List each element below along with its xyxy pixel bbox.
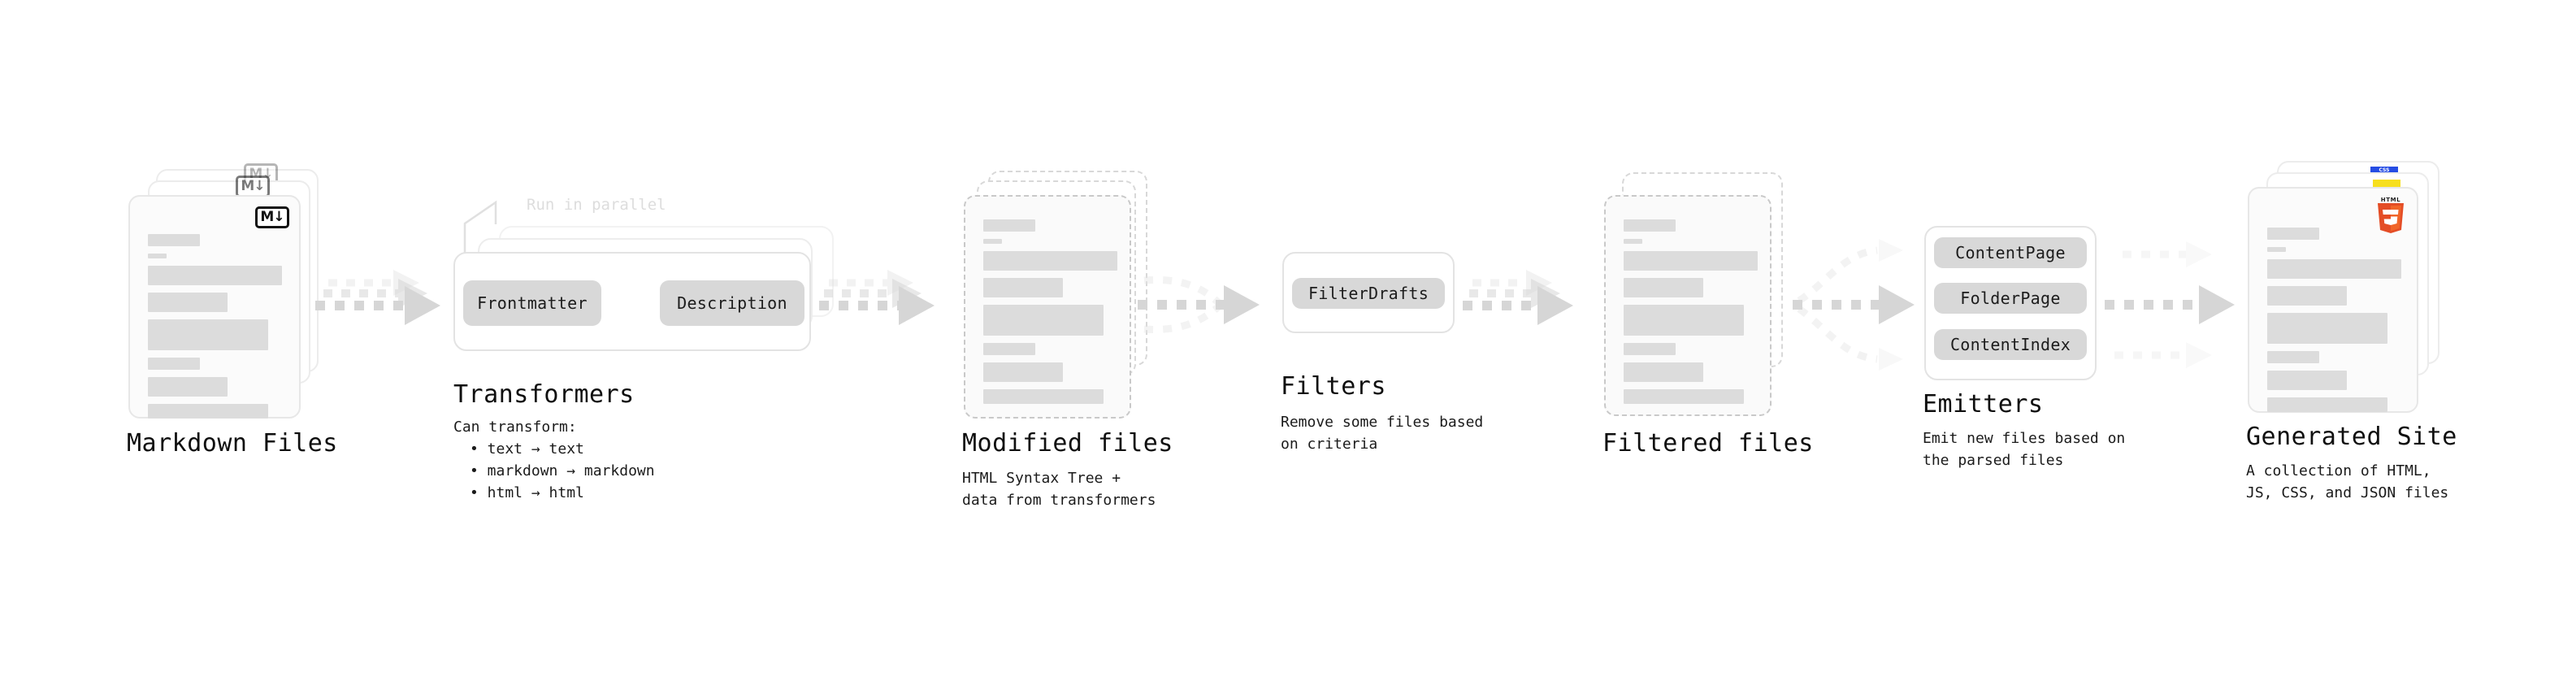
content-bar	[983, 278, 1063, 297]
content-bar	[148, 254, 167, 258]
stage-title-generated-site: Generated Site	[2246, 423, 2457, 451]
content-bar	[2267, 247, 2286, 252]
content-bar	[1624, 305, 1744, 336]
transformers-list-item-2: • html → html	[470, 484, 584, 501]
modified-card-front	[964, 195, 1131, 419]
content-bar	[148, 266, 282, 285]
transformers-list-item-1: • markdown → markdown	[470, 462, 655, 479]
content-bar	[1624, 278, 1703, 297]
content-bar	[148, 377, 228, 397]
run-in-parallel-label: Run in parallel	[527, 196, 666, 214]
stage-title-modified-files: Modified files	[962, 429, 1173, 458]
content-bar	[1624, 251, 1758, 271]
content-bar	[148, 234, 200, 246]
content-bar	[1624, 239, 1642, 244]
content-bar	[1624, 219, 1676, 232]
stage-title-markdown-files: Markdown Files	[127, 429, 338, 458]
content-bar	[1624, 389, 1744, 404]
stage-title-emitters: Emitters	[1923, 390, 2044, 419]
content-bar	[148, 293, 228, 312]
stage-title-filtered-files: Filtered files	[1602, 429, 1814, 458]
transformers-list-heading: Can transform:	[453, 419, 577, 436]
emitters-chip-folderpage[interactable]: FolderPage	[1934, 283, 2087, 314]
filters-chip-filterdrafts[interactable]: FilterDrafts	[1292, 278, 1445, 309]
content-bar	[2267, 313, 2387, 344]
emitters-chip-contentpage[interactable]: ContentPage	[1934, 237, 2087, 268]
content-bar	[2267, 351, 2319, 363]
html5-icon-label: HTML	[2380, 197, 2401, 203]
markdown-icon-mid: M↓	[236, 176, 270, 197]
content-bar	[148, 319, 268, 350]
content-bar	[983, 389, 1104, 404]
stage-title-transformers: Transformers	[453, 380, 635, 409]
stage-subtitle-filters: Remove some files based on criteria	[1281, 414, 1484, 453]
content-bar	[1624, 362, 1703, 382]
filtered-card-content	[1624, 219, 1758, 411]
stage-subtitle-modified-files: HTML Syntax Tree + data from transformer…	[962, 470, 1156, 509]
content-bar	[2267, 259, 2401, 279]
content-bar	[2267, 228, 2319, 240]
generated-card-front: HTML	[2248, 187, 2418, 413]
markdown-card-content	[148, 234, 283, 426]
content-bar	[148, 358, 200, 370]
css-icon: CSS	[2370, 167, 2398, 173]
stage-title-filters: Filters	[1281, 372, 1386, 401]
content-bar	[983, 251, 1117, 271]
content-bar	[983, 219, 1035, 232]
markdown-card-front: M↓	[128, 195, 301, 419]
transformer-chip-description[interactable]: Description	[660, 280, 804, 326]
html5-icon: HTML	[2376, 197, 2405, 234]
content-bar	[983, 343, 1035, 355]
modified-card-content	[983, 219, 1117, 411]
transformer-chip-frontmatter[interactable]: Frontmatter	[463, 280, 601, 326]
generated-card-content	[2267, 228, 2401, 419]
emitters-chip-contentindex[interactable]: ContentIndex	[1934, 329, 2087, 360]
content-bar	[2267, 286, 2347, 306]
content-bar	[2267, 397, 2387, 412]
content-bar	[2267, 371, 2347, 390]
transformers-list-item-0: • text → text	[470, 440, 584, 458]
content-bar	[983, 362, 1063, 382]
content-bar	[148, 404, 268, 419]
stage-subtitle-generated-site: A collection of HTML, JS, CSS, and JSON …	[2246, 462, 2449, 501]
markdown-icon: M↓	[255, 206, 289, 228]
content-bar	[983, 239, 1002, 244]
filtered-card-front	[1604, 195, 1772, 416]
content-bar	[1624, 343, 1676, 355]
stage-subtitle-emitters: Emit new files based on the parsed files	[1923, 430, 2126, 469]
content-bar	[983, 305, 1104, 336]
